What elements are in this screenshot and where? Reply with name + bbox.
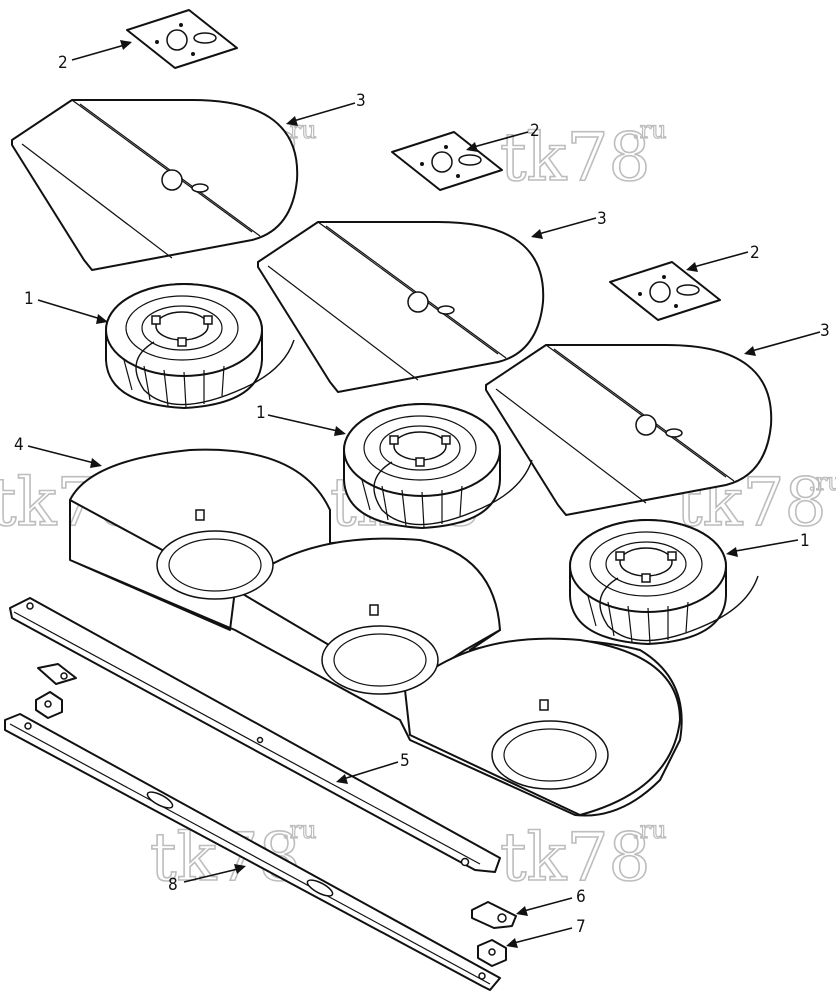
bracket-part-6 — [471, 901, 517, 929]
blower-cover-top — [11, 99, 299, 271]
callout-1-left: 1 — [24, 289, 34, 309]
watermark-suffix: .ru — [808, 468, 836, 496]
gasket-plate-right — [609, 261, 721, 321]
watermark-text: tk78 — [500, 819, 651, 896]
callout-1-middle: 1 — [256, 403, 266, 423]
blower-cover-middle — [257, 221, 545, 393]
callout-3-middle: 3 — [597, 209, 607, 229]
mounting-rail — [9, 597, 501, 873]
callout-2-right: 2 — [750, 243, 760, 263]
callout-4: 4 — [14, 435, 24, 455]
channel-bar — [4, 713, 501, 991]
watermark-suffix: .ru — [282, 816, 317, 844]
callout-7: 7 — [576, 917, 586, 937]
callout-3-right: 3 — [820, 321, 830, 341]
callout-2-top: 2 — [58, 53, 68, 73]
callout-2-middle: 2 — [530, 121, 540, 141]
callout-8: 8 — [168, 875, 178, 895]
gasket-plate-middle — [391, 131, 503, 191]
callout-6: 6 — [576, 887, 586, 907]
blower-housing — [69, 448, 683, 817]
small-bracket-left-upper — [37, 663, 77, 685]
small-bracket-left-lower — [35, 691, 63, 719]
callout-1-right: 1 — [800, 531, 810, 551]
watermark-text: tk78 — [500, 119, 651, 196]
gasket-plate-top — [126, 9, 238, 69]
callout-labels: 2 3 2 3 2 3 1 1 1 4 5 6 7 8 — [14, 53, 830, 937]
callout-5: 5 — [400, 751, 410, 771]
watermark-suffix: .ru — [632, 816, 667, 844]
callout-3-top: 3 — [356, 91, 366, 111]
blower-wheel-left — [105, 283, 295, 409]
leader-lines — [27, 40, 821, 948]
blower-wheel-middle — [343, 403, 533, 529]
watermark-suffix: .ru — [632, 116, 667, 144]
clip-part-7 — [477, 939, 507, 967]
